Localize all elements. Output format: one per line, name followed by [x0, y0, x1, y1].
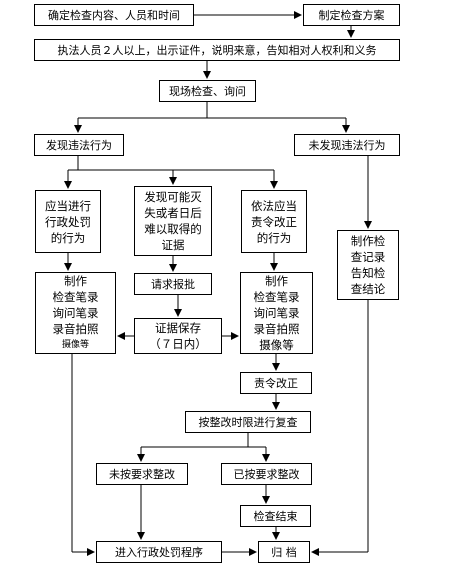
- node-review: 按整改时限进行复查: [185, 411, 311, 433]
- node-penalty: 应当进行 行政处罚 的行为: [35, 190, 101, 253]
- node-archive: 归 档: [258, 541, 310, 563]
- node-proceed: 进入行政处罚程序: [96, 541, 222, 563]
- node-inspect: 现场检查、询问: [159, 80, 256, 102]
- node-not-corrected: 未按要求整改: [96, 463, 188, 485]
- node-end: 检查结束: [240, 505, 311, 527]
- node-evidence-risk: 发现可能灭 失或者日后 难以取得的 证据: [134, 186, 212, 256]
- node-record-right: 制作 检查笔录 询问笔录 录音拍照 摄像等: [240, 272, 313, 354]
- node-correct: 依法应当 责令改正 的行为: [241, 190, 307, 253]
- node-plan: 制定检查方案: [303, 4, 400, 26]
- node-confirm: 确定检查内容、人员和时间: [34, 4, 194, 26]
- node-corrected: 已按要求整改: [221, 463, 312, 485]
- node-approval: 请求报批: [134, 273, 212, 295]
- node-preserve: 证据保存 （７日内）: [134, 318, 222, 354]
- node-order: 责令改正: [240, 372, 312, 394]
- node-identify: 执法人员２人以上，出示证件，说明来意，告知相对人权利和义务: [34, 39, 400, 61]
- node-record-left-main: 制作 检查笔录 询问笔录 录音拍照: [52, 274, 99, 336]
- node-not-found: 未发现违法行为: [294, 134, 400, 156]
- node-record-left-sub: 摄像等: [61, 340, 89, 350]
- node-found: 发现违法行为: [34, 134, 124, 156]
- node-record-left: 制作 检查笔录 询问笔录 录音拍照 摄像等: [35, 272, 116, 354]
- node-record-report: 制作检 查记录 告知检 查结论: [337, 230, 399, 300]
